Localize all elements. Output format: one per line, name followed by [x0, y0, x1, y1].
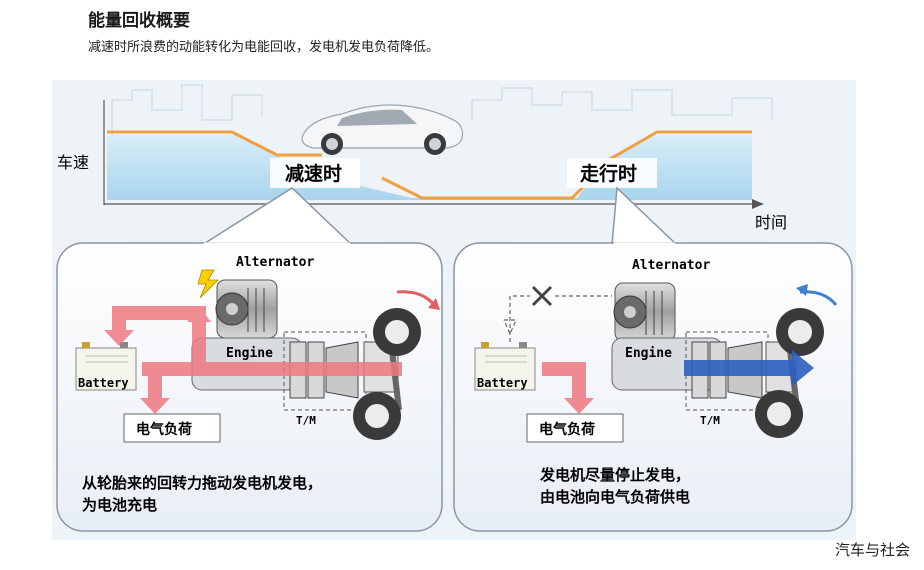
left-caption-line1: 从轮胎来的回转力拖动发电机发电， — [82, 474, 322, 492]
page-subtitle: 减速时所浪费的动能转化为电能回收，发电机发电负荷降低。 — [88, 40, 440, 55]
left-alternator-label: Alternator — [236, 255, 314, 270]
diagram-panel: 车速 时间 减速时 走行时 Battery — [52, 80, 856, 540]
battery-supply-flow — [542, 362, 594, 414]
wheel-rotation-arrowhead — [428, 298, 440, 310]
right-panel: Battery Alternator Engine T/ — [453, 242, 853, 532]
decel-label-box — [270, 158, 360, 188]
drive-callout-pointer — [611, 186, 678, 246]
left-tm-label: T/M — [296, 414, 316, 427]
right-load-box — [526, 413, 624, 443]
alternator-icon — [215, 279, 278, 339]
x-axis-label: 时间 — [755, 213, 787, 232]
regen-energy-flow — [104, 306, 402, 414]
page-title: 能量回收概要 — [88, 11, 190, 31]
x-axis-arrow — [752, 199, 764, 209]
wheel-assembly — [353, 308, 421, 440]
drive-label-box — [567, 158, 657, 188]
cross-icon — [530, 284, 554, 308]
battery-icon-right — [474, 342, 536, 391]
right-alternator-label: Alternator — [632, 258, 710, 273]
decel-callout-pointer — [201, 187, 353, 246]
left-panel: Battery Alternator Engine T/M — [56, 242, 443, 532]
right-tm-label: T/M — [700, 414, 720, 427]
lightning-icon — [197, 269, 219, 299]
left-caption-line2: 为电池充电 — [82, 496, 157, 514]
left-battery-label: Battery — [78, 376, 129, 390]
wheel-rotation-arrowhead-right — [796, 284, 808, 296]
right-caption-line1: 发电机尽量停止发电， — [539, 466, 690, 484]
right-engine-label: Engine — [625, 346, 672, 361]
right-load-label: 电气负荷 — [539, 421, 595, 438]
y-axis-label: 车速 — [57, 153, 89, 172]
battery-icon — [75, 342, 137, 391]
stopped-charge-path — [503, 295, 612, 342]
drive-phase-label: 走行时 — [580, 162, 637, 185]
drive-power-flow — [684, 350, 814, 386]
left-engine-label: Engine — [226, 346, 273, 361]
wheel-rotation-arrow — [396, 290, 436, 306]
energy-regen-diagram: 车速 时间 减速时 走行时 Battery — [56, 84, 853, 532]
city-skyline — [111, 84, 773, 135]
right-caption-line2: 由电池向电气负荷供电 — [540, 488, 690, 506]
left-load-label: 电气负荷 — [136, 421, 192, 438]
right-battery-label: Battery — [477, 376, 528, 390]
car-icon — [301, 104, 464, 155]
left-load-box — [123, 413, 221, 443]
alternator-icon-right — [613, 282, 676, 342]
watermark: 汽车与社会 — [834, 541, 910, 559]
decel-phase-label: 减速时 — [285, 162, 342, 185]
